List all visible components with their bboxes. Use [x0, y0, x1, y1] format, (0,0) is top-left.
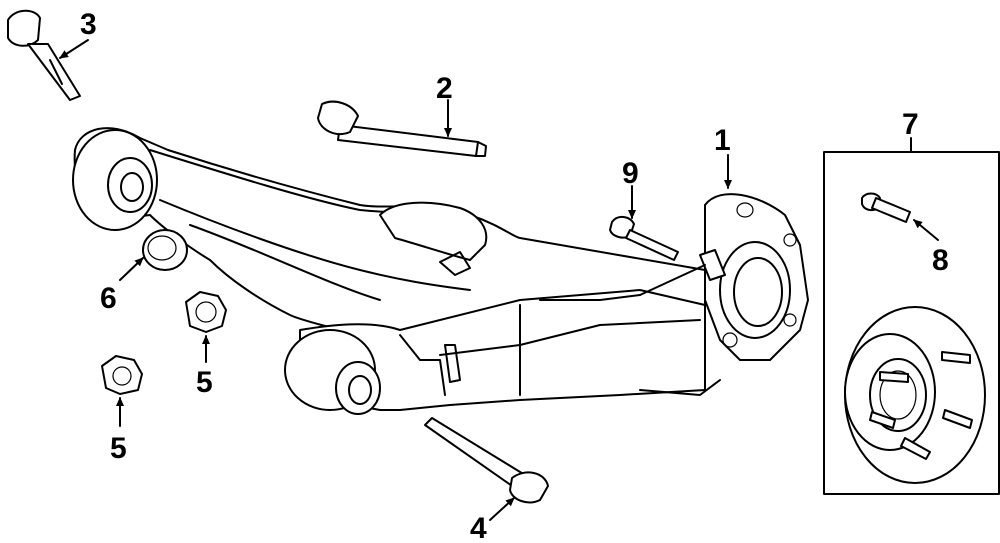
bolt-part-2 [317, 100, 487, 157]
callout-4: 4 [470, 512, 487, 543]
leader-arrows [59, 39, 939, 521]
callout-8: 8 [932, 244, 949, 277]
bolt-part-4 [424, 417, 549, 504]
callout-7: 7 [902, 108, 919, 141]
callout-5-upper: 5 [196, 366, 213, 399]
trailing-arm-assembly [72, 127, 809, 415]
stud-part-8 [861, 192, 911, 223]
hub-bearing-box-part-7 [823, 137, 1000, 495]
callout-2: 2 [436, 72, 453, 105]
nut-part-5-lower [101, 355, 143, 395]
callout-3: 3 [80, 8, 97, 41]
nut-part-5-upper [185, 291, 227, 333]
bolt-part-9 [609, 216, 679, 261]
callout-1: 1 [714, 124, 731, 157]
callout-5-lower: 5 [110, 432, 127, 465]
washer-part-6 [142, 229, 188, 271]
callout-9: 9 [622, 157, 639, 190]
bolt-part-3 [7, 9, 81, 101]
callout-6: 6 [100, 282, 117, 315]
